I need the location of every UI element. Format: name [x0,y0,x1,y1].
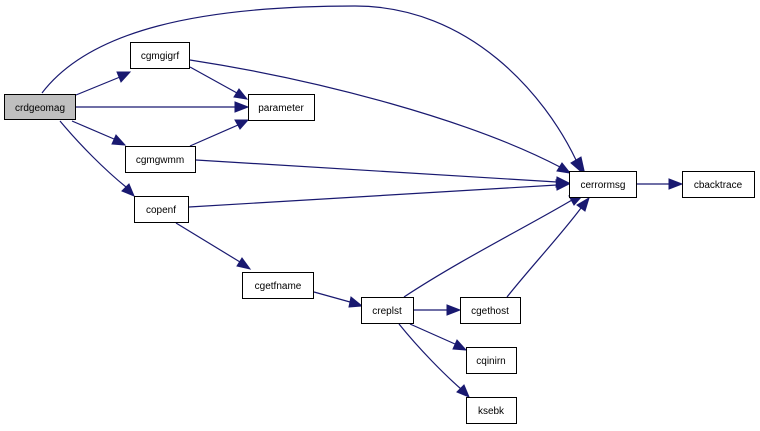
edge-cgmgigrf-cerrormsg [189,59,572,174]
edge-copenf-cgetfname [175,222,252,270]
node-cbacktrace[interactable]: cbacktrace [682,171,755,198]
node-creplst[interactable]: creplst [361,297,414,324]
node-label-parameter: parameter [258,103,304,114]
node-cgmgwmm[interactable]: cgmgwmm [125,146,196,173]
node-copenf[interactable]: copenf [134,196,189,223]
node-label-cgetfname: cgetfname [255,281,302,292]
edge-crdgeomag-cgmgwmm [71,120,127,146]
edge-creplst-cgethost [414,304,462,316]
edge-cgmgigrf-parameter [189,66,249,100]
node-cqinirn[interactable]: cqinirn [466,347,517,374]
node-cerrormsg[interactable]: cerrormsg [569,171,637,198]
edge-creplst-cqinirn [409,323,468,351]
edge-crdgeomag-copenf [59,120,135,197]
edge-copenf-cerrormsg [188,179,571,208]
edge-cerrormsg-cbacktrace [637,178,684,190]
node-label-cgethost: cgethost [471,306,509,317]
node-cgmgigrf[interactable]: cgmgigrf [130,42,190,69]
node-parameter[interactable]: parameter [248,94,315,121]
edge-crdgeomag-cgmgigrf [75,71,132,96]
node-label-cgmgwmm: cgmgwmm [136,155,184,166]
edge-creplst-ksebk [398,323,470,398]
node-label-cqinirn: cqinirn [476,356,505,367]
node-label-cerrormsg: cerrormsg [580,180,625,191]
node-label-ksebk: ksebk [478,406,505,417]
node-label-creplst: creplst [372,306,402,317]
node-label-cgmgigrf: cgmgigrf [141,51,180,62]
node-crdgeomag[interactable]: crdgeomag [4,94,76,120]
node-label-cbacktrace: cbacktrace [694,180,743,191]
edge-cgmgwmm-parameter [189,119,250,147]
edge-crdgeomag-parameter [76,101,250,113]
node-cgethost[interactable]: cgethost [460,297,521,324]
edge-cgmgwmm-cerrormsg [195,159,571,188]
edge-crdgeomag-cerrormsg [41,5,586,177]
edge-cgethost-cerrormsg [506,196,590,298]
node-cgetfname[interactable]: cgetfname [242,272,314,299]
node-label-copenf: copenf [146,205,176,216]
edge-cgetfname-creplst [313,291,364,308]
edge-creplst-cerrormsg [403,194,585,298]
node-ksebk[interactable]: ksebk [466,397,517,424]
node-label-crdgeomag: crdgeomag [15,103,65,114]
